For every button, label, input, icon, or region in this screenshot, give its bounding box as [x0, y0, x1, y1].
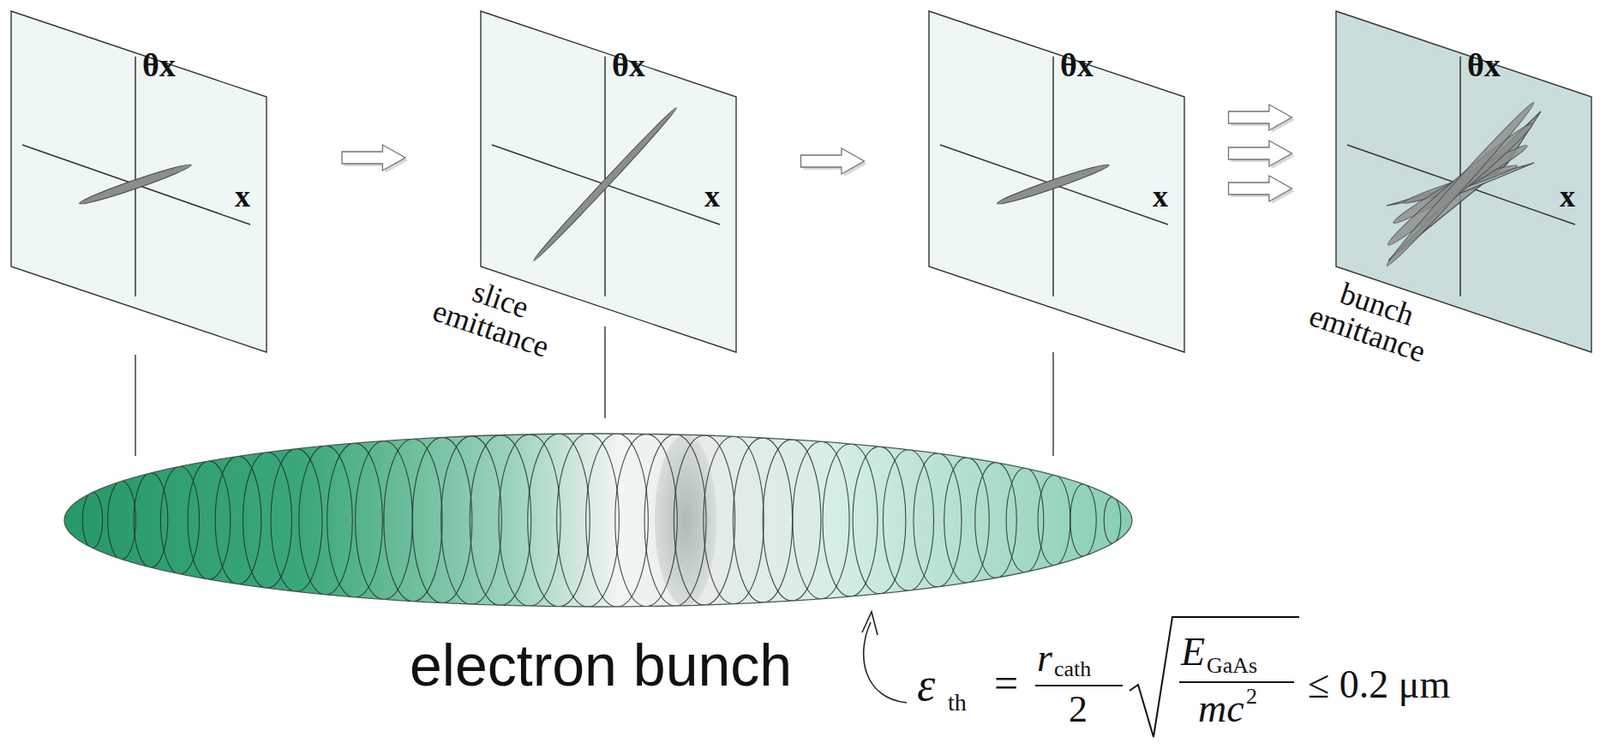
- axis-label: x: [1559, 178, 1576, 215]
- formula-subscript: GaAs: [1206, 654, 1258, 678]
- formula-subscript: th: [947, 690, 967, 715]
- electron-bunch: [64, 433, 1133, 607]
- radical-sign: [1129, 617, 1300, 738]
- axis-label: θx: [142, 46, 176, 84]
- bunch-slices: [82, 433, 1121, 607]
- pointer-line: [863, 622, 907, 703]
- block-arrow: [801, 148, 868, 177]
- axis-label: x: [234, 178, 251, 215]
- bunch-outline: [64, 433, 1133, 607]
- formula-symbol: mc: [1198, 689, 1245, 729]
- formula-symbol: E: [1180, 632, 1205, 672]
- phase-space-panel: θxxbunch emittance: [1335, 10, 1593, 354]
- leader-line: [1052, 352, 1054, 456]
- formula-symbol: ε: [916, 661, 935, 708]
- formula-subscript: cath: [1054, 658, 1091, 681]
- phase-space-panel: θx x: [928, 10, 1186, 354]
- formula-number: 2: [1068, 690, 1088, 729]
- bunch-label: electron bunch: [409, 635, 792, 695]
- block-arrow: [341, 144, 408, 174]
- fraction-bar: [1179, 681, 1295, 684]
- formula-symbol: =: [994, 661, 1019, 705]
- phase-space-panel: θxxslice emittance: [479, 10, 738, 354]
- leader-line: [134, 354, 136, 456]
- phase-plane: [10, 10, 268, 354]
- leader-line: [604, 326, 606, 419]
- formula-superscript: 2: [1246, 685, 1258, 708]
- pointer-head: [862, 611, 878, 636]
- block-arrow: [1228, 104, 1295, 204]
- formula-value: ≤ 0.2 μm: [1307, 665, 1451, 705]
- axis-label: θx: [611, 46, 646, 84]
- formula-symbol: r: [1036, 638, 1053, 678]
- phase-space-panel: θx x: [10, 10, 268, 354]
- axis-label: θx: [1060, 46, 1094, 84]
- fraction-bar: [1035, 684, 1123, 687]
- axis-label: x: [704, 178, 720, 215]
- phase-plane: [928, 10, 1186, 354]
- axis-label: x: [1152, 178, 1169, 215]
- axis-label: θx: [1467, 46, 1501, 84]
